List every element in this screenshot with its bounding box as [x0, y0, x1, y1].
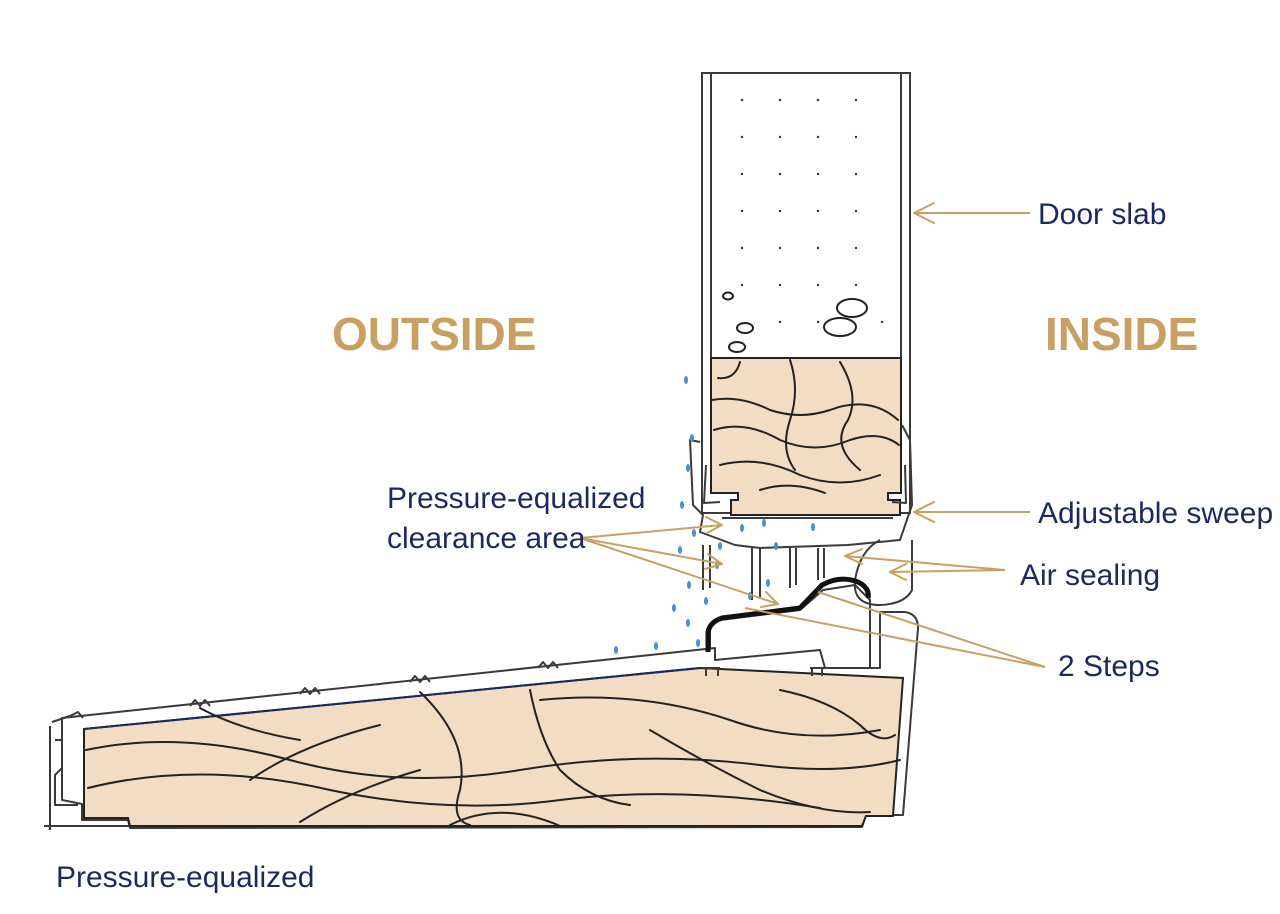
foam-pebbles	[722, 291, 868, 353]
threshold-sill	[44, 576, 919, 830]
sweep-fins	[702, 545, 825, 600]
label-two-steps: 2 Steps	[1058, 650, 1160, 683]
label-air-sealing: Air sealing	[1020, 559, 1160, 592]
door-slab	[701, 72, 911, 516]
zone-outside: OUTSIDE	[332, 308, 536, 360]
leader-door-slab	[913, 202, 1030, 224]
leader-air-sealing	[844, 548, 1006, 581]
step-gasket	[705, 576, 871, 652]
caption: Pressure-equalized	[56, 861, 314, 894]
label-pressure-equalized-line2: clearance area	[387, 522, 586, 555]
zone-inside: INSIDE	[1045, 308, 1198, 360]
foam-core-dots	[740, 98, 884, 324]
leader-two-steps	[744, 591, 1046, 668]
label-pressure-equalized-line1: Pressure-equalized	[387, 482, 645, 515]
sill-wood-core	[83, 666, 905, 827]
air-seal-bulb	[853, 539, 913, 606]
label-door-slab: Door slab	[1038, 198, 1166, 231]
leader-pressure-equalized	[579, 516, 779, 608]
door-bottom-rail	[710, 357, 902, 516]
leader-adjustable-sweep	[913, 501, 1030, 523]
label-adjustable-sweep: Adjustable sweep	[1038, 497, 1273, 530]
